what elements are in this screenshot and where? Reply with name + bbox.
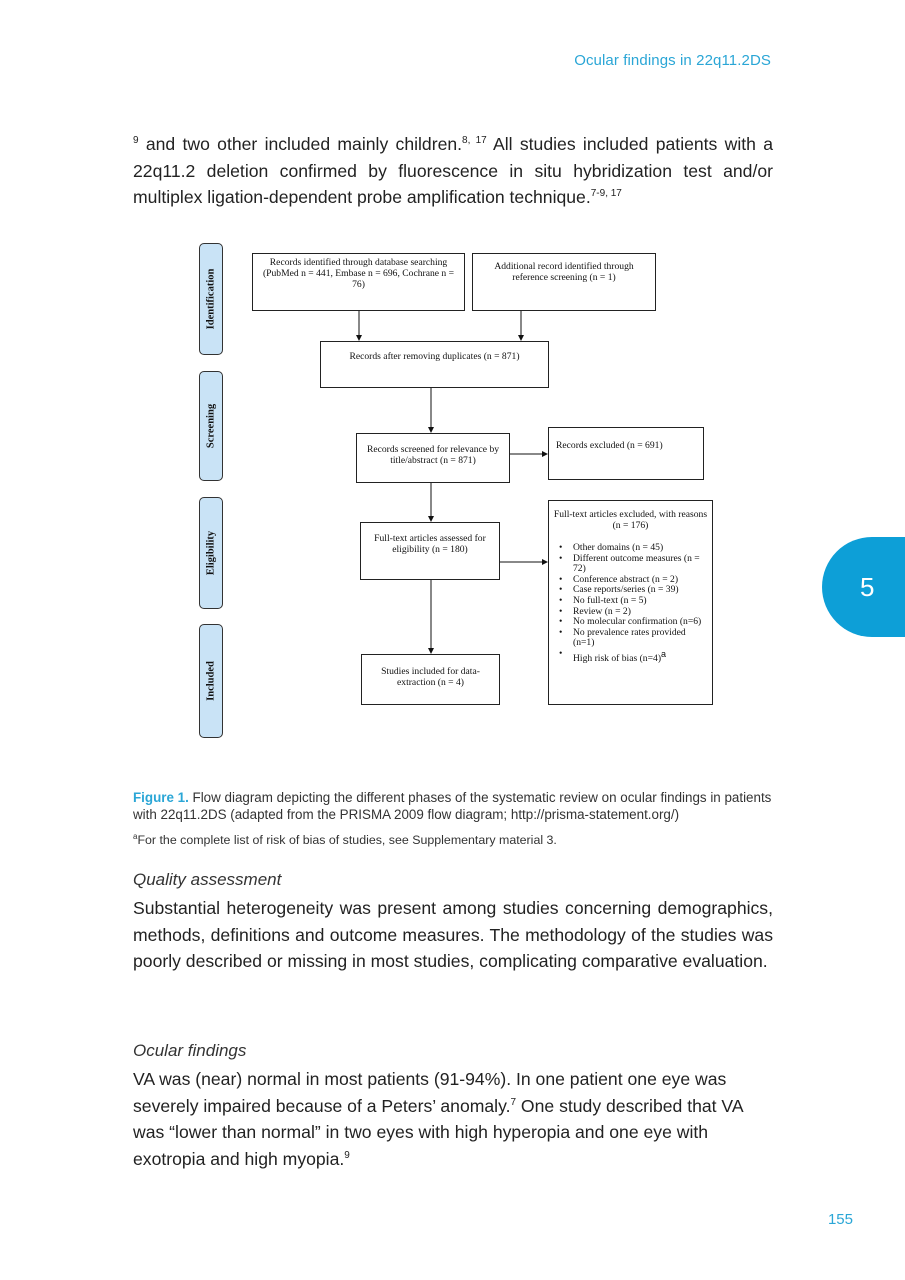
citation: 7-9, 17 (590, 188, 622, 200)
box-additional-records: Additional record identified through ref… (472, 253, 656, 311)
box-fulltext-excluded: Full-text articles excluded, with reason… (548, 500, 713, 705)
citation: 9 (344, 1149, 350, 1161)
intro-sentence-2: All studies included patients with a 22q… (133, 134, 774, 207)
list-item: No prevalence rates provided (n=1) (553, 627, 708, 649)
phase-identification: Identification (199, 243, 223, 355)
excluded-reasons-list: Other domains (n = 45) Different outcome… (553, 542, 708, 665)
footnote-text: For the complete list of risk of bias of… (137, 833, 557, 848)
box-screened: Records screened for relevance by title/… (356, 433, 510, 483)
phase-included: Included (199, 624, 223, 738)
box-fulltext-assessed: Full-text articles assessed for eligibil… (360, 522, 500, 580)
phase-screening: Screening (199, 371, 223, 481)
citation: 9 (133, 135, 139, 147)
page-number: 155 (827, 1211, 853, 1228)
box-database-search: Records identified through database sear… (252, 253, 465, 311)
running-header: Ocular findings in 22q11.2DS (574, 52, 771, 69)
box-after-duplicates: Records after removing duplicates (n = 8… (320, 341, 549, 388)
list-item: Case reports/series (n = 39) (553, 585, 708, 596)
paragraph-ocular-findings: VA was (near) normal in most patients (9… (133, 1066, 773, 1172)
figure-footnote: aFor the complete list of risk of bias o… (133, 832, 773, 847)
citation: 7 (510, 1096, 517, 1108)
intro-sentence-1: and two other included mainly children. (145, 134, 463, 154)
list-item: No full-text (n = 5) (553, 595, 708, 607)
ocular-text-1: VA was (near) normal in most patients (9… (133, 1069, 727, 1116)
paragraph-quality-assessment: Substantial heterogeneity was present am… (133, 898, 773, 971)
caption-text: Flow diagram depicting the different pha… (133, 790, 772, 822)
figure-label: Figure 1. (133, 790, 189, 805)
box-included: Studies included for data-extraction (n … (361, 654, 500, 705)
box-excluded: Records excluded (n = 691) (548, 427, 704, 480)
list-item: Different outcome measures (n = 72) (553, 553, 708, 575)
footnote-marker: a (133, 832, 138, 841)
intro-paragraph: 9 and two other included mainly children… (133, 131, 773, 211)
heading-ocular-findings: Ocular findings (133, 1041, 247, 1060)
phase-eligibility: Eligibility (199, 497, 223, 609)
bias-marker: a (661, 648, 667, 659)
citation: 8, 17 (462, 135, 487, 147)
excluded-reasons-title: Full-text articles excluded, with reason… (553, 509, 708, 531)
figure-caption: Figure 1. Flow diagram depicting the dif… (133, 789, 773, 823)
list-item: High risk of bias (n=4)a (553, 649, 708, 665)
list-item: Conference abstract (n = 2) (553, 574, 708, 586)
chapter-tab: 5 (822, 537, 905, 637)
list-item: Other domains (n = 45) (553, 542, 708, 554)
ocular-text-2: One study described that VA was “lower t… (133, 1095, 743, 1169)
list-item: No molecular confirmation (n=6) (553, 617, 708, 628)
heading-quality-assessment: Quality assessment (133, 870, 282, 889)
list-item: Review (n = 2) (553, 606, 708, 618)
